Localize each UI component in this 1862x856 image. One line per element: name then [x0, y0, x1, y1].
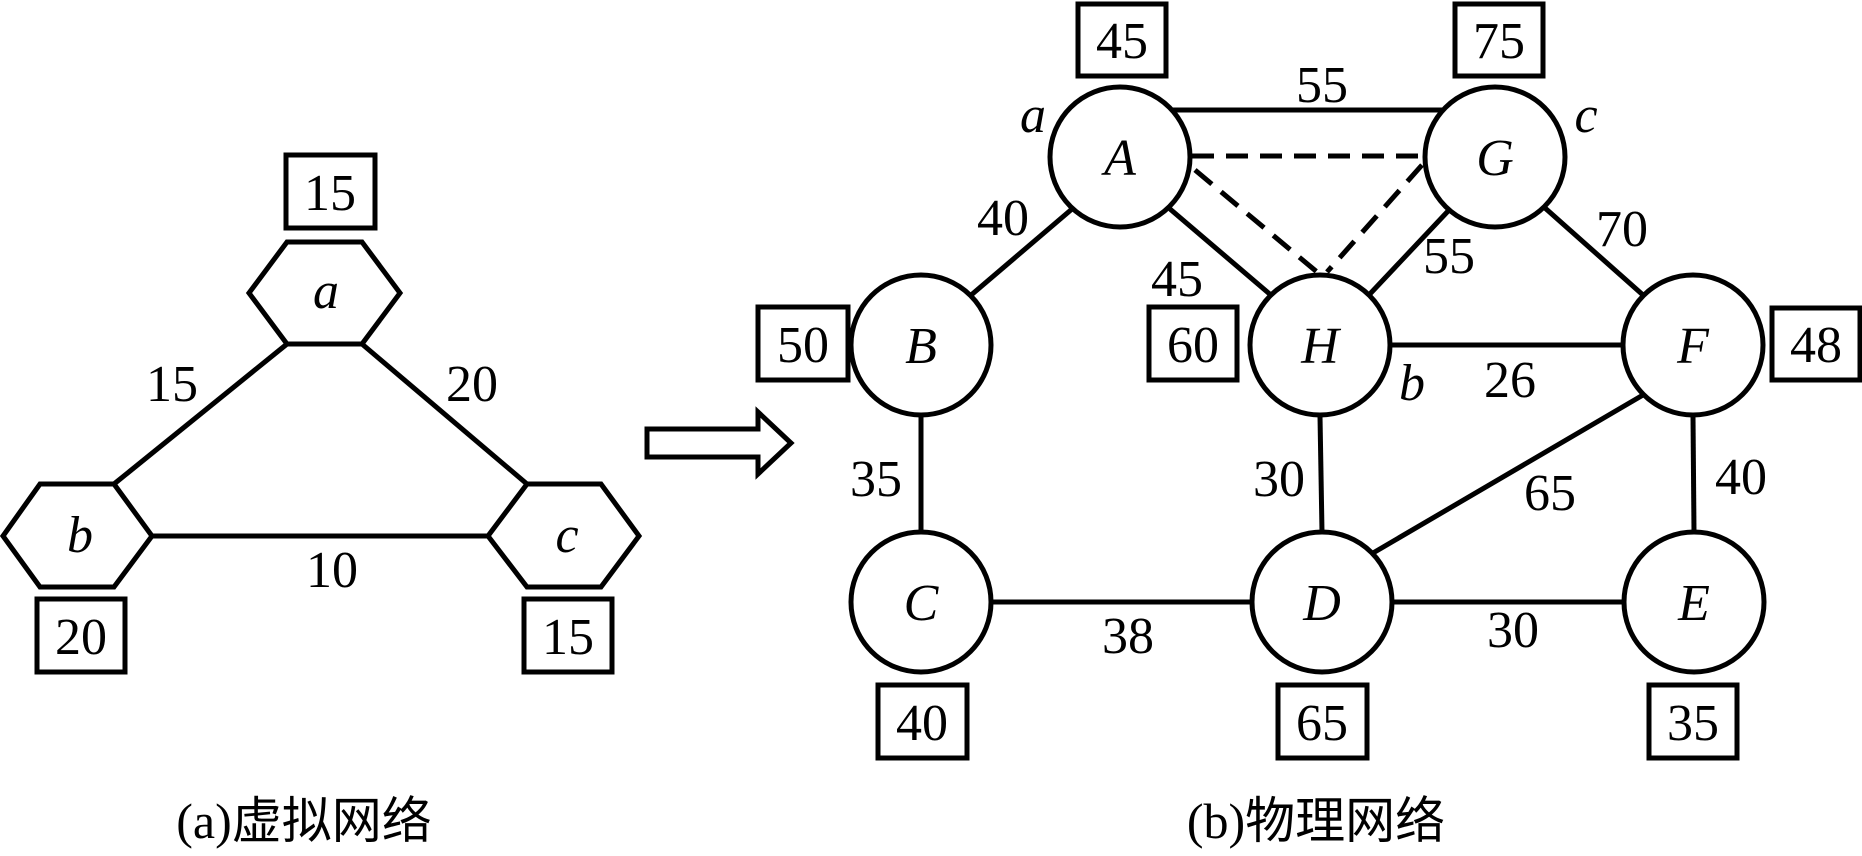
physical-node-B — [848, 272, 994, 418]
capacity-box-B — [755, 304, 851, 383]
physical-link-label-C-D: 38 — [1102, 608, 1154, 665]
mapped-path-G-H — [1325, 163, 1424, 274]
physical-link-label-H-F: 26 — [1484, 352, 1536, 409]
physical-node-label-F: F — [1676, 318, 1710, 375]
virtual-link-label-b-c: 10 — [306, 542, 358, 599]
capacity-D: 65 — [1296, 695, 1348, 752]
virtual-demand-c: 15 — [542, 609, 594, 666]
virtual-node-label-a: a — [313, 263, 339, 320]
virtual-node-b — [0, 481, 156, 590]
physical-link-G-H — [1366, 207, 1452, 298]
right-arrow-icon — [644, 406, 795, 480]
physical-link-label-A-B: 40 — [977, 190, 1029, 247]
physical-link-label-B-C: 35 — [850, 451, 902, 508]
mapping-label-G: c — [1574, 87, 1597, 144]
physical-node-label-A: A — [1101, 130, 1136, 187]
capacity-box-A — [1075, 1, 1169, 79]
virtual-link-a-b — [112, 342, 289, 486]
physical-link-label-D-E: 30 — [1487, 602, 1539, 659]
capacity-B: 50 — [777, 317, 829, 374]
virtual-demand-box-c — [521, 596, 615, 675]
capacity-F: 48 — [1790, 317, 1842, 374]
capacity-A: 45 — [1096, 13, 1148, 70]
capacity-box-F — [1769, 305, 1862, 383]
mapping-label-H: b — [1399, 355, 1425, 412]
capacity-box-H — [1146, 304, 1240, 383]
virtual-node-a — [245, 239, 404, 347]
physical-link-F-E — [1690, 415, 1697, 533]
physical-link-label-A-H: 45 — [1151, 251, 1203, 308]
physical-node-label-B: B — [905, 318, 937, 375]
physical-link-label-A-G: 55 — [1296, 57, 1348, 114]
physical-link-label-G-H: 55 — [1423, 228, 1475, 285]
physical-node-F — [1620, 272, 1766, 418]
physical-node-label-E: E — [1677, 575, 1710, 632]
capacity-box-E — [1646, 682, 1740, 761]
virtual-node-label-b: b — [67, 507, 93, 564]
virtual-link-a-c — [360, 342, 529, 486]
physical-node-label-D: D — [1302, 575, 1341, 632]
physical-node-H — [1247, 272, 1393, 418]
physical-node-label-H: H — [1300, 318, 1341, 375]
physical-link-label-G-F: 70 — [1596, 201, 1648, 258]
capacity-G: 75 — [1473, 13, 1525, 70]
physical-node-C — [848, 529, 994, 675]
physical-node-label-C: C — [904, 575, 940, 632]
physical-node-D — [1249, 529, 1395, 675]
physical-node-A — [1047, 84, 1193, 230]
capacity-C: 40 — [896, 695, 948, 752]
mapped-path-A-H — [1193, 168, 1319, 274]
capacity-box-G — [1452, 1, 1546, 79]
physical-link-label-H-D: 30 — [1253, 451, 1305, 508]
physical-link-label-F-E: 40 — [1715, 449, 1767, 506]
virtual-demand-box-a — [283, 152, 378, 231]
virtual-demand-b: 20 — [55, 609, 107, 666]
physical-node-label-G: G — [1476, 130, 1514, 187]
capacity-E: 35 — [1667, 695, 1719, 752]
physical-link-A-B — [968, 207, 1074, 298]
virtual-demand-box-b — [34, 596, 128, 675]
capacity-box-D — [1275, 682, 1370, 761]
virtual-node-label-c: c — [555, 507, 578, 564]
physical-network: A G B H F C D E 45 75 50 60 48 40 65 35 a c b 5… — [755, 1, 1862, 849]
virtual-network-caption: (a)虚拟网络 — [176, 793, 432, 849]
physical-link-D-F — [1371, 392, 1645, 556]
virtual-link-label-a-b: 15 — [146, 356, 198, 413]
physical-link-H-D — [1317, 415, 1325, 533]
physical-link-G-F — [1543, 206, 1645, 297]
physical-node-G — [1422, 84, 1568, 230]
mapping-label-A: a — [1020, 87, 1046, 144]
capacity-H: 60 — [1167, 317, 1219, 374]
capacity-box-C — [875, 682, 970, 761]
virtual-network: a b c 15 20 15 15 20 10 (a)虚拟网络 — [0, 152, 643, 849]
physical-node-E — [1621, 529, 1767, 675]
virtual-link-label-a-c: 20 — [446, 356, 498, 413]
virtual-demand-a: 15 — [304, 165, 356, 222]
physical-link-label-D-F: 65 — [1524, 465, 1576, 522]
physical-network-caption: (b)物理网络 — [1187, 793, 1445, 849]
physical-link-A-H — [1168, 207, 1274, 298]
virtual-node-c — [484, 481, 643, 590]
